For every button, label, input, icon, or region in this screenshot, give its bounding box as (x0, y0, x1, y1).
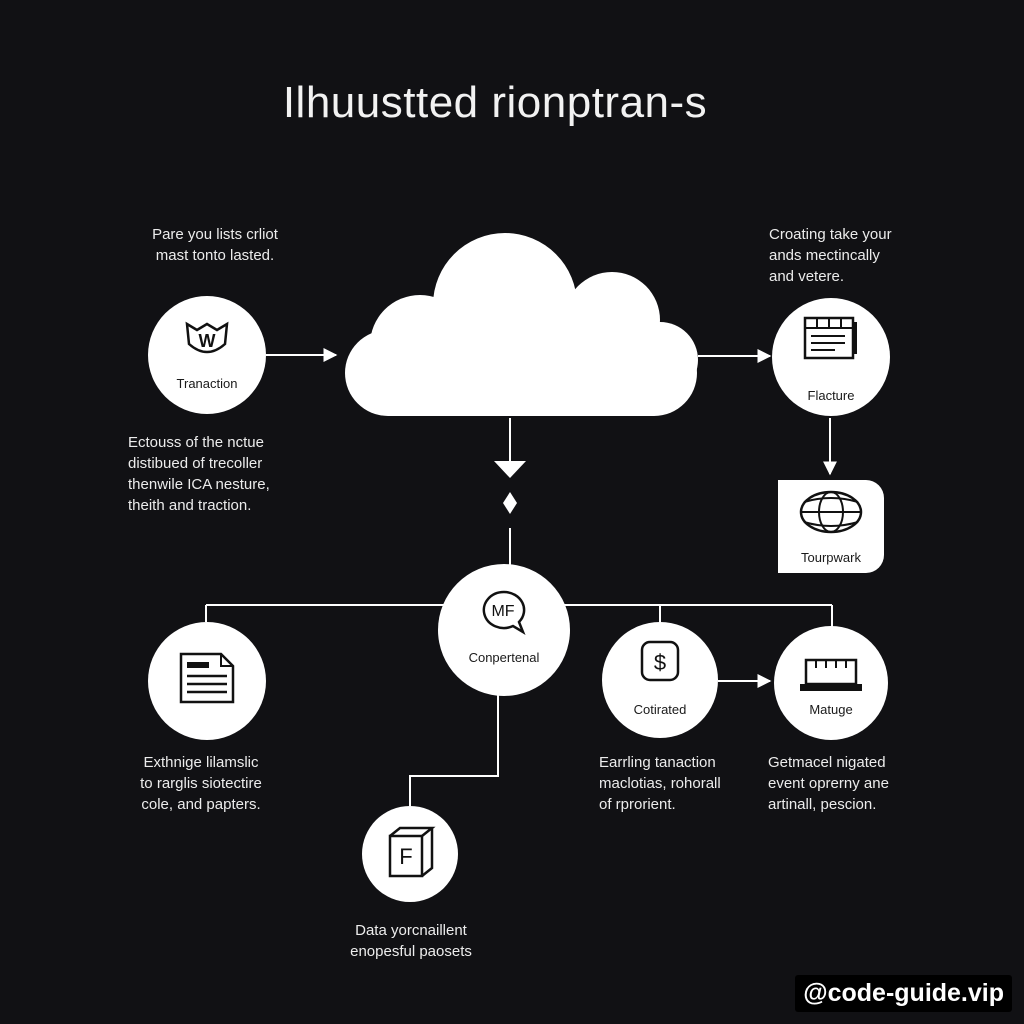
diamond-marker (503, 492, 517, 514)
diagram-title: Ilhuustted rionptran-s (282, 78, 708, 127)
node-matuge-label: Matuge (809, 702, 853, 717)
node-cotirated[interactable]: $ Cotirated (602, 622, 718, 738)
node-fracture[interactable]: Flacture (772, 298, 890, 416)
connector-center-file (409, 686, 499, 806)
machine-icon (798, 656, 864, 694)
dollar-icon: $ (638, 638, 682, 684)
note-mid-left: Ectouss of the nctue distibued of trecol… (128, 434, 270, 514)
node-conpertenal[interactable]: MF Conpertenal (438, 564, 570, 696)
note-bottom-right: Getmacel nigated event oprerny ane artin… (768, 754, 889, 813)
node-document[interactable] (148, 622, 266, 740)
svg-text:$: $ (654, 650, 666, 675)
note-bottom-left: Exthnige lilamslic to rarglis siotectire… (140, 754, 262, 813)
cube-icon: F (384, 824, 436, 880)
node-transaction[interactable]: W Tranaction (148, 296, 266, 414)
globe-icon (796, 488, 866, 536)
chat-bubble-icon: MF (479, 588, 529, 636)
node-tourpwark[interactable]: Tourpwark (778, 480, 884, 573)
document-icon (175, 650, 239, 706)
node-file[interactable]: F (362, 806, 458, 902)
cloud-icon (345, 233, 698, 416)
svg-text:W: W (199, 331, 216, 351)
watermark: @code-guide.vip (795, 975, 1012, 1012)
note-top-left: Pare you lists crliot mast tonto lasted. (152, 226, 278, 264)
node-fracture-label: Flacture (807, 388, 855, 403)
note-top-right: Croating take your ands mectincally and … (769, 226, 892, 285)
shield-icon: W (183, 320, 231, 360)
note-bottom-center: Data yorcnaillent enopesful paosets (350, 922, 472, 960)
node-tourpwark-label: Tourpwark (801, 550, 861, 565)
note-bottom-mid: Earrling tanaction maclotias, rohorall o… (599, 754, 721, 813)
node-matuge[interactable]: Matuge (774, 626, 888, 740)
node-transaction-label: Tranaction (176, 376, 238, 391)
arrowhead-down (494, 461, 526, 478)
server-icon (801, 312, 861, 366)
svg-text:F: F (399, 844, 412, 869)
node-cotirated-label: Cotirated (633, 702, 687, 717)
node-conpertenal-label: Conpertenal (468, 650, 540, 665)
svg-text:MF: MF (491, 603, 514, 620)
